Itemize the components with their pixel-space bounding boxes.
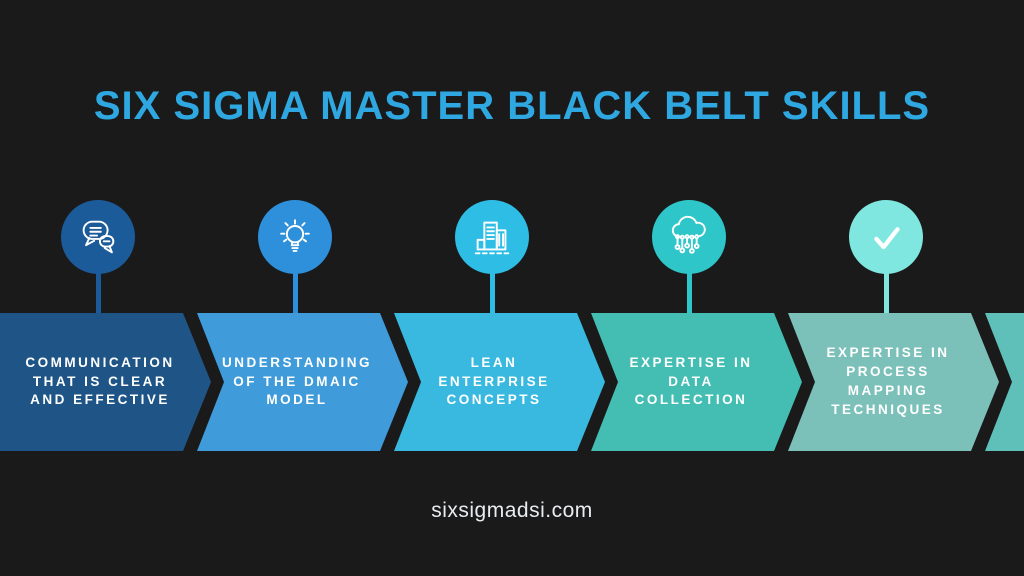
chat-bubbles-icon: [75, 214, 121, 260]
banner-arrow-3: [394, 313, 605, 451]
step-icon-circle-1: [61, 200, 135, 274]
connector-stem-1: [96, 272, 101, 314]
banner-arrow-1: [0, 313, 211, 451]
banner-arrow-4: [591, 313, 802, 451]
checkmark-icon: [863, 214, 909, 260]
connector-stem-3: [490, 272, 495, 314]
step-icon-circle-2: [258, 200, 332, 274]
banner-arrow-2: [197, 313, 408, 451]
step-icon-circle-3: [455, 200, 529, 274]
banner-label-4: EXPERTISE IN DATA COLLECTION: [629, 354, 753, 408]
lightbulb-icon: [272, 214, 318, 260]
cloud-network-icon: [666, 214, 712, 260]
step-icon-circle-5: [849, 200, 923, 274]
banner-arrow-5: [788, 313, 999, 451]
buildings-icon: [469, 214, 515, 260]
footer-url: sixsigmadsi.com: [431, 499, 593, 522]
banner-label-1: COMMUNICATION THAT IS CLEAR AND EFFECTIV…: [25, 354, 175, 408]
banner-label-5: EXPERTISE IN PROCESS MAPPING TECHNIQUES: [826, 345, 950, 417]
connector-stem-4: [687, 272, 692, 314]
banner-label-2: UNDERSTANDING OF THE DMAIC MODEL: [222, 354, 372, 408]
page-title: SIX SIGMA MASTER BLACK BELT SKILLS: [93, 84, 931, 128]
step-icon-circle-4: [652, 200, 726, 274]
banner-label-3: LEAN ENTERPRISE CONCEPTS: [438, 354, 550, 408]
connector-stem-2: [293, 272, 298, 314]
connector-stem-5: [884, 272, 889, 314]
